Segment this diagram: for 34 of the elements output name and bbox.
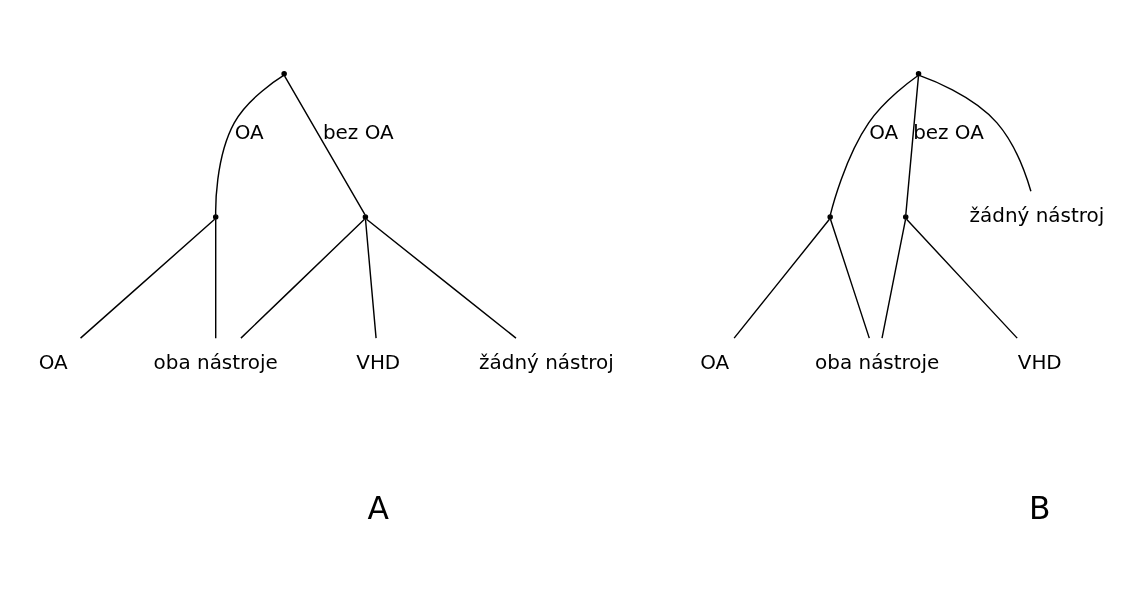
node-text: VHD [1017, 350, 1062, 375]
connector [79, 218, 216, 339]
node-point [281, 71, 287, 77]
edge-label: OA [869, 119, 899, 144]
connector [829, 75, 919, 216]
node-text: oba nástroje [815, 350, 940, 375]
connector [733, 218, 831, 339]
connector [215, 218, 217, 339]
connector [905, 75, 920, 216]
node-text: VHD [356, 350, 401, 375]
connector [240, 218, 366, 339]
connector [881, 218, 907, 339]
connector [829, 218, 870, 339]
connector [365, 218, 517, 339]
node-text: OA [700, 350, 730, 375]
connector [364, 218, 377, 339]
node-text: oba nástroje [153, 350, 278, 375]
node-point [915, 71, 922, 77]
node-text: OA [38, 350, 68, 375]
edge-label: OA [234, 119, 264, 144]
node-text: žádný nástroj [479, 350, 614, 375]
edge-label: bez OA [913, 119, 984, 144]
connector [283, 75, 366, 216]
node-point [362, 214, 369, 220]
connector [905, 218, 1018, 339]
node-point [212, 214, 219, 220]
node-point [827, 214, 833, 220]
edge-label: bez OA [322, 119, 394, 144]
node-point [902, 214, 909, 220]
label: A [367, 489, 389, 526]
connector [214, 75, 284, 216]
label: B [1028, 489, 1051, 526]
connector [919, 74, 1032, 192]
node-text: žádný nástroj [969, 203, 1105, 228]
